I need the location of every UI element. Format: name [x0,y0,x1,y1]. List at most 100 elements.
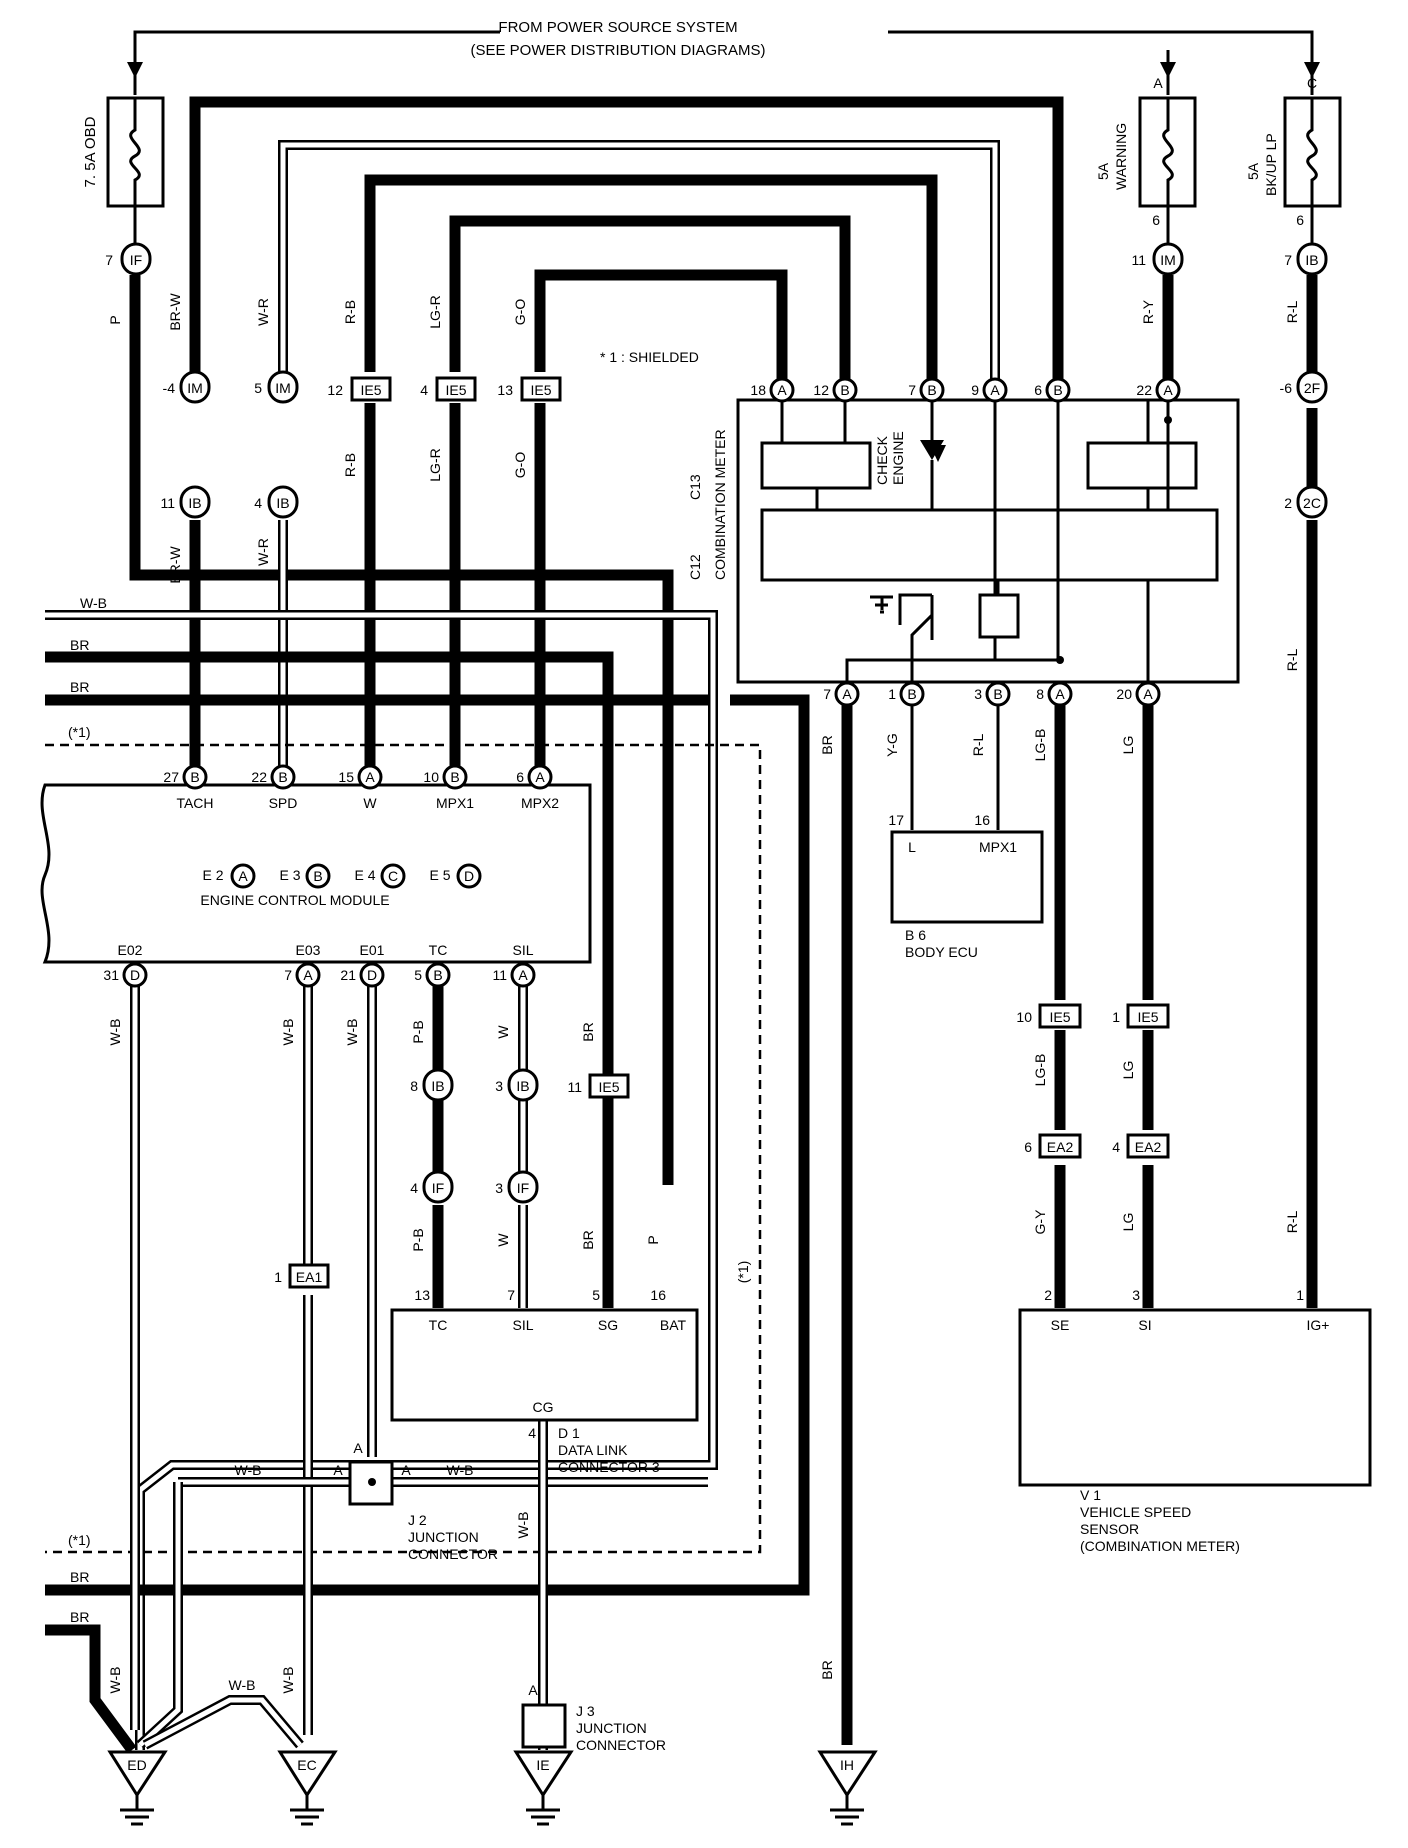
svg-text:7. 5A OBD: 7. 5A OBD [82,116,99,187]
svg-text:LG: LG [1120,736,1136,755]
svg-text:JUNCTION: JUNCTION [576,1720,647,1736]
svg-text:10: 10 [1016,1009,1032,1025]
svg-text:V 1: V 1 [1080,1487,1101,1503]
svg-text:BK/UP LP: BK/UP LP [1263,133,1279,196]
svg-text:LG-B: LG-B [1032,1054,1048,1087]
svg-text:P: P [107,315,123,324]
svg-text:ED: ED [127,1757,146,1773]
ground-ed: ED [107,1750,168,1826]
svg-text:1: 1 [888,686,896,702]
svg-text:A: A [528,1682,538,1698]
svg-text:W-B: W-B [280,1019,296,1046]
svg-text:27: 27 [163,769,179,785]
svg-text:B: B [190,769,199,785]
svg-text:16: 16 [650,1287,666,1303]
svg-text:11: 11 [1131,252,1146,268]
inline-connectors: IF 7 IM -4 IM 5 IB 11 IB 4 IE5 12 IE5 4 … [105,242,1328,1289]
svg-text:A: A [777,382,787,398]
svg-text:ENGINE CONTROL MODULE: ENGINE CONTROL MODULE [200,892,389,908]
svg-text:A: A [1153,75,1163,91]
svg-text:P-B: P-B [410,1228,426,1251]
svg-text:5: 5 [592,1287,600,1303]
junction-connector-j3: A J 3 JUNCTION CONNECTOR [521,1682,666,1753]
svg-text:E 2: E 2 [202,867,223,883]
svg-text:D: D [130,967,140,983]
svg-text:D 1: D 1 [558,1425,580,1441]
svg-text:LG-R: LG-R [427,295,443,328]
svg-text:W-B: W-B [344,1019,360,1046]
svg-text:G-O: G-O [512,452,528,479]
svg-text:CHECK: CHECK [874,435,890,485]
svg-text:W-B: W-B [80,595,107,611]
svg-text:A: A [1163,382,1173,398]
svg-text:BR: BR [70,1609,89,1625]
svg-text:IM: IM [275,380,291,396]
svg-text:BR-W: BR-W [167,546,183,584]
svg-text:W-B: W-B [447,1462,474,1478]
svg-text:7: 7 [507,1287,515,1303]
svg-text:B: B [450,769,459,785]
check-engine-led-icon [930,445,946,462]
svg-text:2: 2 [1044,1287,1052,1303]
svg-text:E02: E02 [118,942,143,958]
svg-text:21: 21 [340,967,356,983]
svg-text:LG-R: LG-R [427,448,443,481]
svg-text:2F: 2F [1304,380,1320,396]
svg-text:D: D [464,868,474,884]
svg-text:A: A [842,686,852,702]
svg-text:LG: LG [1120,1213,1136,1232]
svg-text:18: 18 [750,382,766,398]
svg-text:R-L: R-L [970,734,986,757]
svg-text:(*1): (*1) [68,1532,91,1548]
ground-ie: IE [513,1750,574,1826]
svg-text:TACH: TACH [176,795,213,811]
svg-text:1: 1 [274,1269,282,1285]
wire-labels: P BR-W W-R R-B LG-R G-O BR-W W-R R-B LG-… [68,293,1300,1694]
svg-text:CG: CG [533,1399,554,1415]
svg-text:DATA LINK: DATA LINK [558,1442,628,1458]
vehicle-speed-sensor: SE SI IG+ V 1 VEHICLE SPEED SENSOR (COMB… [1018,1308,1372,1554]
svg-text:A: A [303,967,313,983]
svg-text:2: 2 [1284,495,1292,511]
svg-text:E 3: E 3 [279,867,300,883]
svg-text:BAT: BAT [660,1317,687,1333]
component-pins: A 18 B 12 B 7 A 9 B 6 A 22 A 7 B 1 B 3 A… [103,377,1304,1441]
svg-text:* 1 : SHIELDED: * 1 : SHIELDED [600,349,699,365]
svg-text:BR-W: BR-W [167,293,183,331]
svg-text:BR: BR [819,735,835,754]
svg-text:W: W [495,1233,511,1247]
svg-text:R-L: R-L [1284,301,1300,324]
svg-text:A: A [535,769,545,785]
svg-text:IF: IF [130,252,142,268]
svg-text:IE5: IE5 [530,382,551,398]
svg-text:IG+: IG+ [1307,1317,1330,1333]
svg-text:G-Y: G-Y [1032,1209,1048,1235]
svg-text:E 4: E 4 [354,867,375,883]
svg-text:IF: IF [432,1180,444,1196]
svg-text:7: 7 [105,252,113,268]
svg-text:J 2: J 2 [408,1512,427,1528]
svg-text:LG-B: LG-B [1032,729,1048,762]
svg-text:LG: LG [1120,1061,1136,1080]
engine-control-module: TACH SPD W MPX1 MPX2 E 2 E 3 E 4 E 5 A B… [40,783,592,964]
svg-text:BODY ECU: BODY ECU [905,944,978,960]
svg-text:8: 8 [410,1078,418,1094]
svg-text:IB: IB [1305,252,1318,268]
svg-text:TC: TC [429,1317,448,1333]
svg-text:1: 1 [1112,1009,1120,1025]
svg-text:5A: 5A [1095,162,1111,180]
svg-text:(*1): (*1) [68,724,91,740]
fuse-bkup-lp: C 5A BK/UP LP [1245,75,1342,208]
svg-text:11: 11 [492,967,507,983]
svg-text:B: B [993,686,1002,702]
svg-text:31: 31 [103,967,119,983]
svg-text:C13: C13 [687,474,703,500]
svg-text:22: 22 [251,769,267,785]
svg-text:9: 9 [971,382,979,398]
svg-text:W-B: W-B [229,1677,256,1693]
svg-text:11: 11 [567,1079,582,1095]
body-ecu: L MPX1 B 6 BODY ECU [890,830,1044,960]
svg-text:IB: IB [188,495,201,511]
ground-ec: EC [277,1750,338,1826]
svg-text:BR: BR [580,1230,596,1249]
